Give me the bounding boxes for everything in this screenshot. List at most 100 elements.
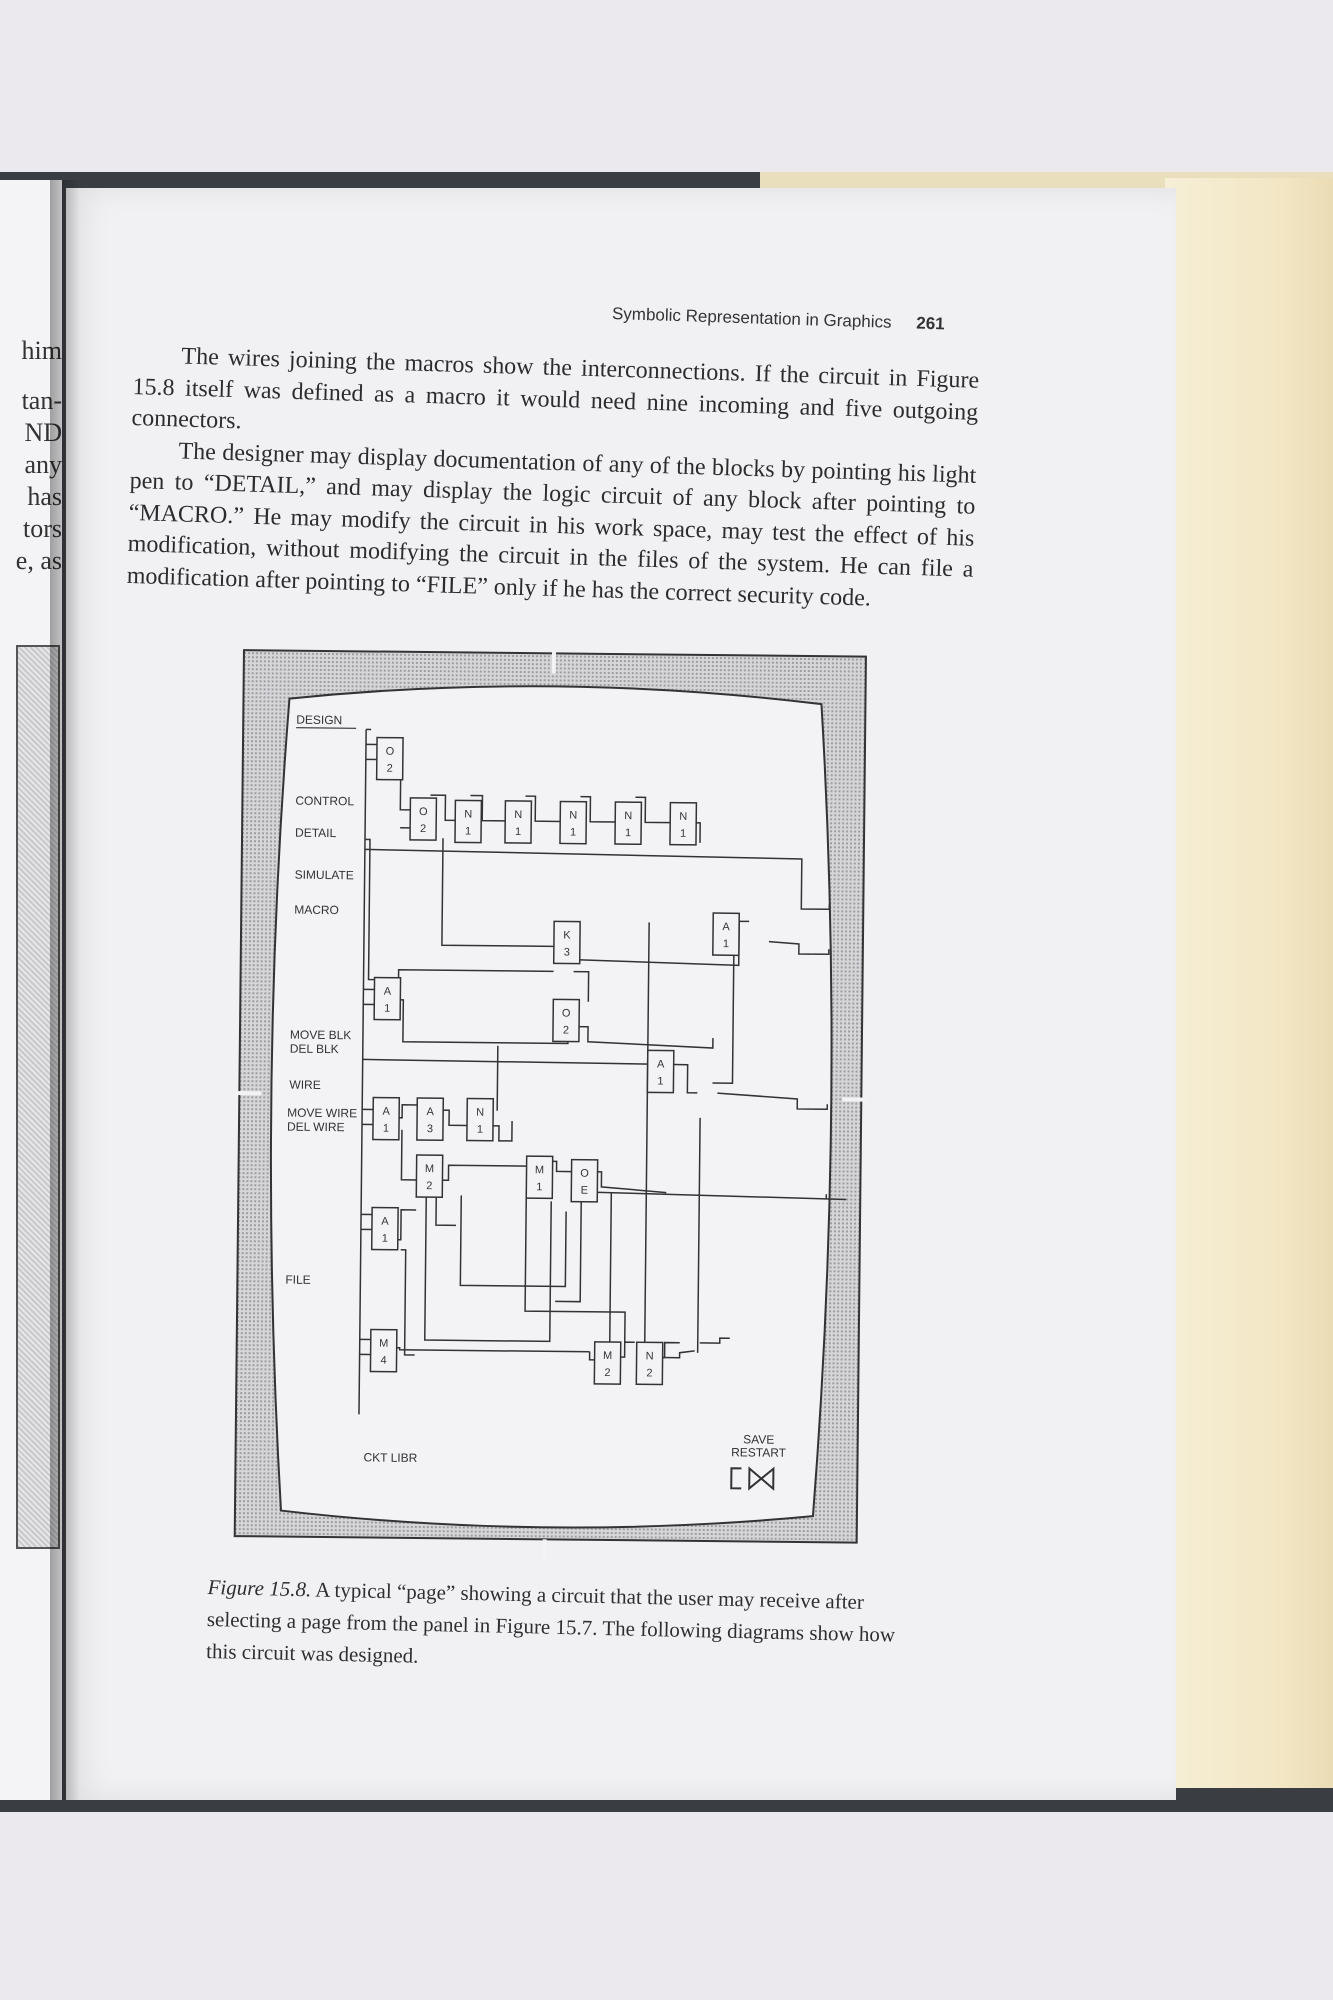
gate-box: A1 [372, 1096, 401, 1141]
left-page-text: him tan- ND any has tors e, as [2, 335, 62, 577]
gate-index: 2 [387, 763, 393, 775]
menu-simulate: SIMULATE [295, 868, 354, 883]
left-fragment: ND [24, 418, 62, 447]
menu-wire: WIRE [289, 1078, 320, 1092]
menu-control: CONTROL [295, 794, 354, 809]
gate-letter: N [464, 808, 472, 820]
gate-index: 1 [465, 825, 471, 837]
spine-shadow [50, 180, 80, 1800]
gate-index: 1 [384, 1003, 390, 1015]
gate-box: N2 [635, 1341, 664, 1386]
gate-letter: A [426, 1106, 434, 1118]
gate-index: 2 [420, 823, 426, 835]
page-edge [1165, 178, 1333, 1788]
paragraph: The designer may display documentation o… [126, 437, 977, 612]
gate-letter: N [646, 1350, 654, 1362]
gate-letter: O [419, 806, 428, 818]
body-text: The wires joining the macros show the in… [126, 340, 979, 618]
figure-caption: Figure 15.8. A typical “page” showing a … [206, 1571, 898, 1683]
gate-box: N1 [669, 801, 698, 846]
left-fragment: has [27, 482, 62, 511]
gate-box: A1 [370, 1206, 399, 1251]
left-page: him tan- ND any has tors e, as [0, 180, 62, 1800]
left-fragment: e, as [15, 546, 62, 575]
gate-index: 1 [570, 827, 576, 839]
gate-box: N1 [466, 1097, 495, 1142]
gate-index: 2 [563, 1024, 569, 1036]
menu-move-wire: MOVE WIRE [287, 1106, 357, 1121]
gate-index: 2 [426, 1180, 432, 1192]
menu-restart: RESTART [731, 1445, 787, 1460]
gate-box: O2 [552, 998, 581, 1043]
left-fragment: tan- [21, 386, 62, 415]
gate-index: 1 [477, 1124, 483, 1136]
gate-index: 1 [625, 827, 631, 839]
left-fragment: tors [23, 514, 62, 543]
menu-save: SAVE [743, 1432, 774, 1446]
gate-letter: O [580, 1168, 589, 1180]
gate-index: 3 [427, 1123, 433, 1135]
menu-labels: DESIGN CONTROL DETAIL SIMULATE MACRO MOV… [285, 713, 787, 1491]
crt-screen-figure: DESIGN CONTROL DETAIL SIMULATE MACRO MOV… [233, 649, 868, 1562]
gate-index: 1 [382, 1233, 388, 1245]
gate-letter: A [384, 986, 392, 998]
gate-box: O2 [375, 736, 404, 781]
gate-box: M1 [525, 1155, 554, 1200]
caption-label: Figure 15.8. [207, 1574, 312, 1602]
bowtie-icon [748, 1466, 775, 1491]
menu-detail: DETAIL [295, 826, 337, 840]
gate-letter: O [386, 746, 395, 758]
gate-box: A1 [646, 1049, 675, 1094]
gate-box: N1 [454, 799, 483, 844]
figure-15-8: DESIGN CONTROL DETAIL SIMULATE MACRO MOV… [222, 648, 879, 1565]
gate-letter: M [535, 1164, 544, 1176]
gate-letter: K [563, 929, 571, 941]
screen-face [269, 685, 833, 1529]
gate-index: 1 [536, 1181, 542, 1193]
gate-letter: M [603, 1350, 612, 1362]
gate-box: O2 [409, 797, 438, 841]
gate-index: 2 [646, 1367, 652, 1379]
gate-index: 1 [680, 828, 686, 840]
left-fragment: any [24, 450, 62, 479]
gate-box: A1 [712, 912, 741, 957]
gate-letter: N [476, 1107, 484, 1119]
menu-del-wire: DEL WIRE [287, 1120, 345, 1135]
gate-box: K3 [552, 920, 581, 965]
menu-macro: MACRO [294, 903, 339, 917]
gate-box: A1 [373, 976, 402, 1021]
gate-box: OE [570, 1158, 599, 1203]
gate-index: 1 [383, 1123, 389, 1135]
gate-index: 1 [723, 938, 729, 950]
gate-letter: A [381, 1216, 389, 1228]
gate-index: 3 [564, 946, 570, 958]
output-leads [662, 904, 831, 1359]
cursor-bracket-icon [730, 1467, 742, 1490]
gate-letter: A [382, 1106, 390, 1118]
gate-box: N1 [614, 801, 643, 846]
gate-box: M2 [415, 1154, 444, 1198]
gate-box: A3 [416, 1097, 445, 1141]
gate-letter: O [562, 1007, 571, 1019]
gate-letter: N [514, 809, 522, 821]
gate-index: 1 [515, 826, 521, 838]
menu-del-blk: DEL BLK [290, 1042, 339, 1057]
gate-index: E [581, 1185, 588, 1197]
gate-letter: N [679, 811, 687, 823]
gate-box: N1 [504, 800, 533, 844]
menu-file: FILE [285, 1273, 310, 1287]
gate-letter: N [569, 810, 577, 822]
page-number: 261 [915, 313, 945, 334]
gate-letter: M [425, 1163, 434, 1175]
gate-letter: A [722, 921, 730, 933]
left-page-figure [16, 645, 60, 1549]
menu-design: DESIGN [296, 713, 342, 727]
gate-box: M2 [593, 1341, 622, 1385]
gate-index: 1 [657, 1075, 663, 1087]
gate-index: 2 [604, 1367, 610, 1379]
left-fragment: him [21, 336, 62, 365]
gate-box: N1 [559, 800, 588, 845]
gate-box: M4 [369, 1328, 398, 1373]
menu-move-blk: MOVE BLK [290, 1028, 352, 1043]
